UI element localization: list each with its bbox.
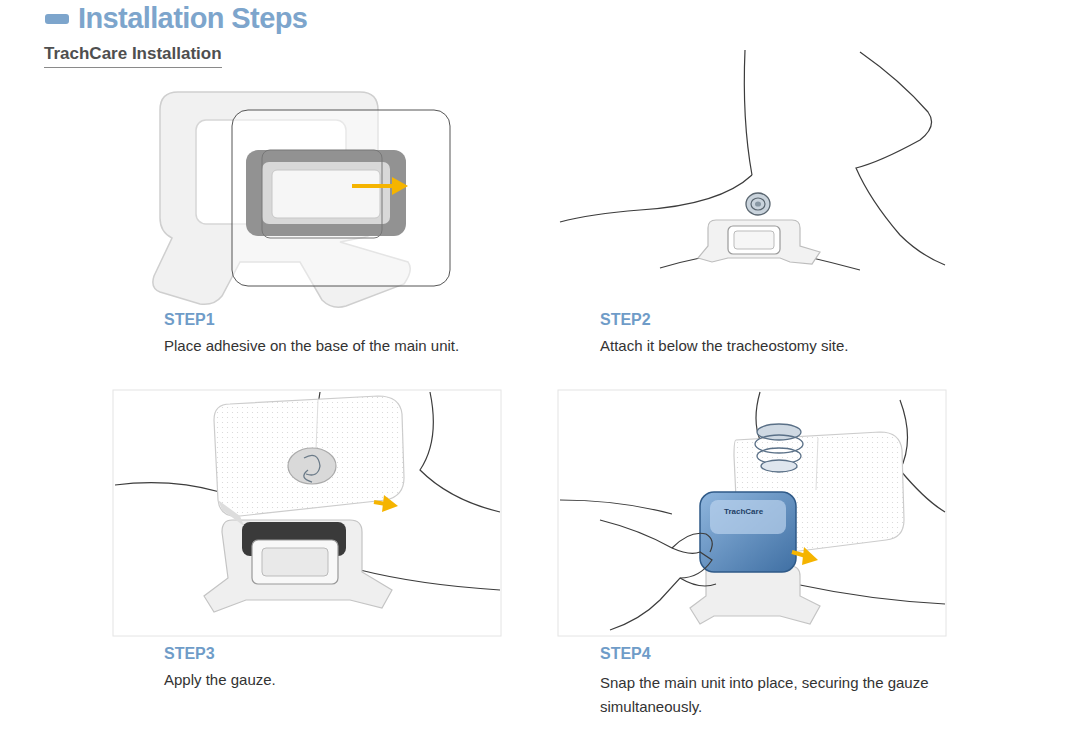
step3-illustration-part: [316, 400, 318, 450]
step2-illustration-part: [746, 193, 770, 215]
step-label: STEP1: [164, 311, 215, 329]
step2-illustration-part: [560, 175, 752, 222]
device-brand: TrachCare: [724, 507, 763, 516]
step4-illustration-part: [710, 500, 786, 534]
step-label: STEP2: [600, 311, 651, 329]
step3-illustration: [113, 390, 501, 636]
step2-illustration-part: [660, 258, 700, 268]
step4-illustration-part: [680, 578, 716, 586]
step3-illustration-part: [214, 396, 404, 516]
step2-illustration-part: [728, 226, 780, 254]
step2-illustration-part: [751, 198, 765, 210]
step4-illustration-part: [690, 566, 820, 624]
step4-illustration-part: [800, 585, 945, 604]
step4-illustration-part: [672, 533, 712, 552]
step1-illustration-part: [392, 177, 408, 195]
step2-illustration-part: [856, 52, 945, 265]
step1-illustration-part: [352, 184, 394, 188]
step3-illustration-part: [113, 390, 501, 636]
step3-illustration-part: [252, 540, 338, 584]
step3-illustration-part: [218, 500, 244, 526]
step3-illustration-part: [382, 495, 398, 512]
step1-illustration: [153, 92, 450, 307]
step3-illustration-part: [288, 448, 336, 484]
step-label: STEP4: [600, 645, 651, 663]
title-bar: [45, 14, 69, 24]
step4-illustration-part: [700, 492, 796, 572]
step2-illustration-part: [755, 201, 761, 206]
step3-illustration-part: [204, 520, 392, 612]
page-title: Installation Steps: [78, 2, 307, 35]
step4-illustration-part: [558, 390, 946, 636]
step2-illustration-part: [734, 231, 774, 249]
step1-illustration-part: [262, 150, 382, 238]
step4-illustration-part: [560, 500, 672, 514]
step3-illustration-part: [304, 470, 312, 482]
step2-illustration-part: [698, 220, 820, 264]
step3-illustration-part: [214, 396, 404, 516]
step4-illustration-part: [802, 547, 818, 565]
step1-illustration-part: [232, 110, 450, 286]
step3-illustration-part: [262, 548, 328, 576]
step4-illustration-part: [600, 520, 712, 630]
step2-illustration-part: [744, 50, 752, 175]
step4-illustration-part: [816, 438, 818, 490]
step4-illustration-part: [761, 460, 797, 472]
step4-illustration-part: [900, 400, 945, 512]
step-caption: Snap the main unit into place, securing …: [600, 671, 935, 719]
step-caption: Apply the gauze.: [164, 671, 276, 688]
step-label: STEP3: [164, 645, 215, 663]
step3-illustration-part: [115, 483, 220, 492]
step2-illustration: [560, 50, 945, 270]
step-caption: Place adhesive on the base of the main u…: [164, 337, 459, 354]
step-caption: Attach it below the tracheostomy site.: [600, 337, 848, 354]
step4-illustration: [558, 390, 946, 636]
step3-illustration-part: [420, 392, 500, 512]
subtitle: TrachCare Installation: [44, 44, 222, 68]
